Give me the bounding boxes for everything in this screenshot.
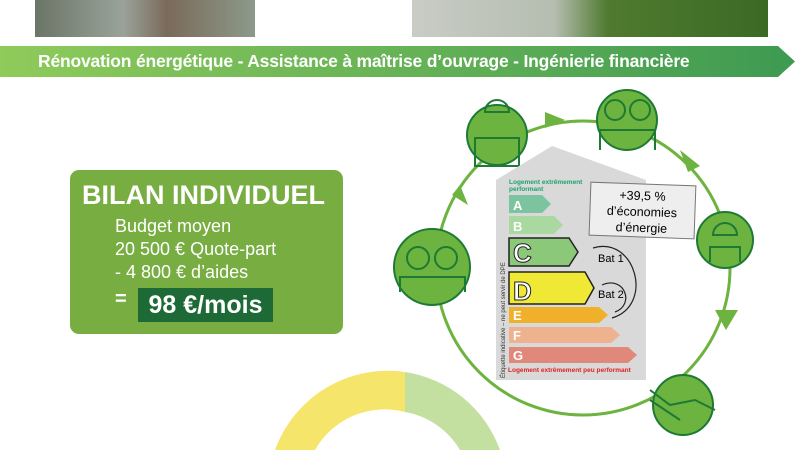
bilan-individuel-box: BILAN INDIVIDUEL Budget moyen 20 500 € Q… xyxy=(70,170,343,334)
equals-sign: = xyxy=(115,288,127,310)
savings-value: +39,5 % xyxy=(619,188,666,204)
savings-box: +39,5 % d’économies d’énergie xyxy=(588,181,697,240)
cycle-arrows xyxy=(452,112,738,330)
dpe-bar-g xyxy=(509,347,637,363)
savings-line3: d’énergie xyxy=(615,220,667,236)
donut-yellow xyxy=(275,370,405,450)
photo-building-left xyxy=(35,0,255,37)
banner-text: Rénovation énergétique - Assistance à ma… xyxy=(38,51,690,71)
dpe-bar-f xyxy=(509,327,620,343)
donut-green xyxy=(405,372,500,450)
dpe-letter: A xyxy=(513,198,523,213)
handshake-icon xyxy=(652,374,714,436)
couple-icon xyxy=(596,89,658,151)
dpe-letter: E xyxy=(513,308,522,323)
bat1-arrow xyxy=(592,245,637,319)
bat2-label: Bat 2 xyxy=(598,289,624,301)
bottom-label: Logement extrêmement peu performant xyxy=(508,367,632,374)
bat2-arrow xyxy=(601,282,627,313)
photo-building-right xyxy=(412,0,768,37)
dpe-bar-a xyxy=(509,195,551,213)
dpe-letter: C xyxy=(513,238,532,268)
budget-label: Budget moyen xyxy=(115,216,232,236)
aides: - 4 800 € d’aides xyxy=(115,262,249,282)
dpe-letter: F xyxy=(513,328,521,343)
dpe-letter: B xyxy=(513,219,522,234)
dpe-bar-b xyxy=(509,216,563,234)
dpe-letter: G xyxy=(513,348,523,363)
dpe-letter: D xyxy=(513,276,532,306)
savings-line2: d’économies xyxy=(607,204,678,220)
quote-part: 20 500 € Quote-part xyxy=(115,239,277,259)
top-label: Logement extrêmement performant xyxy=(509,179,583,193)
bilan-title: BILAN INDIVIDUEL xyxy=(82,180,325,210)
dpe-bar-c xyxy=(508,237,579,267)
dpe-bar-d xyxy=(508,271,595,305)
worker-icon xyxy=(696,211,754,269)
dpe-bar-e xyxy=(509,307,608,323)
monthly-result: 98 €/mois xyxy=(138,288,273,322)
bat1-label: Bat 1 xyxy=(598,253,624,265)
residents-icon xyxy=(393,228,471,306)
banner-arrow xyxy=(0,46,795,77)
side-label: Étiquette indicative – ne peut servir de… xyxy=(500,262,507,378)
